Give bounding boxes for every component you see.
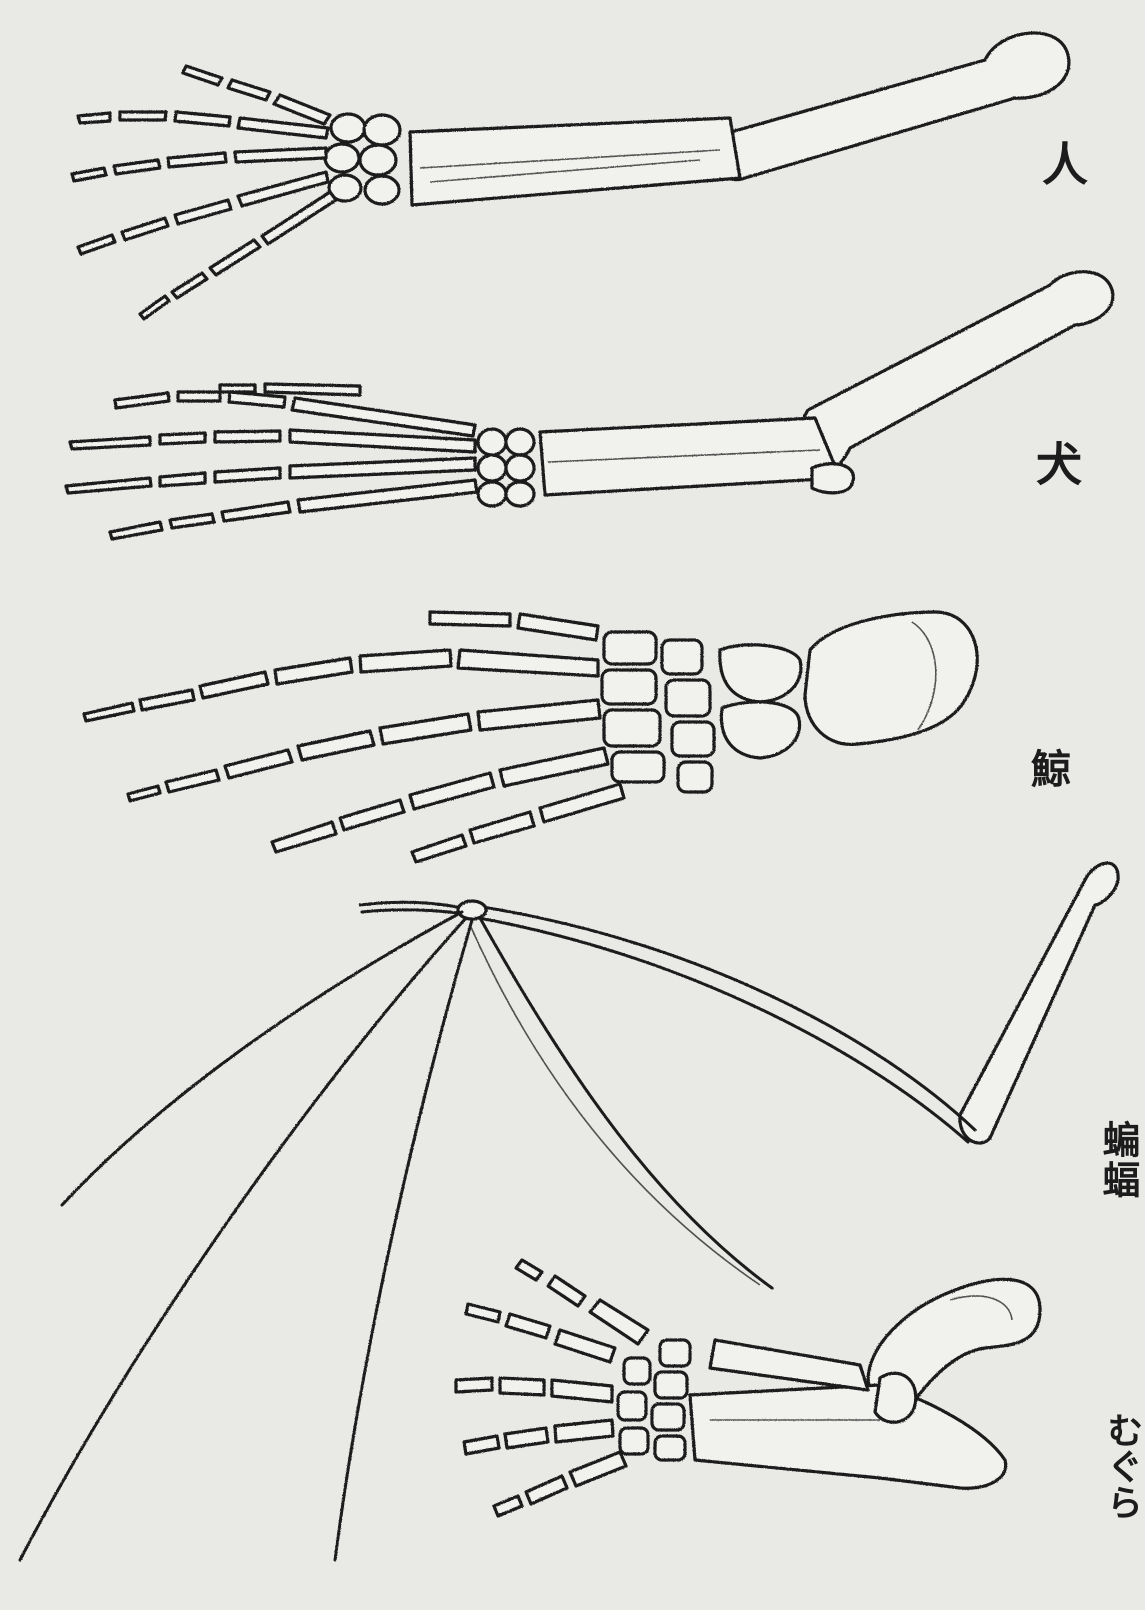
human-arm-skeleton xyxy=(72,33,1069,319)
mole-arm-skeleton xyxy=(456,1260,1040,1516)
label-whale: 鯨 xyxy=(1008,748,1068,790)
label-dog: 犬 xyxy=(1020,440,1080,488)
label-mole: むぐら xyxy=(1090,1412,1140,1520)
label-human: 人 xyxy=(1026,140,1086,188)
dog-leg-skeleton xyxy=(66,272,1113,539)
whale-flipper-skeleton xyxy=(84,612,977,862)
label-bat: 蝙蝠 xyxy=(1088,1120,1138,1200)
